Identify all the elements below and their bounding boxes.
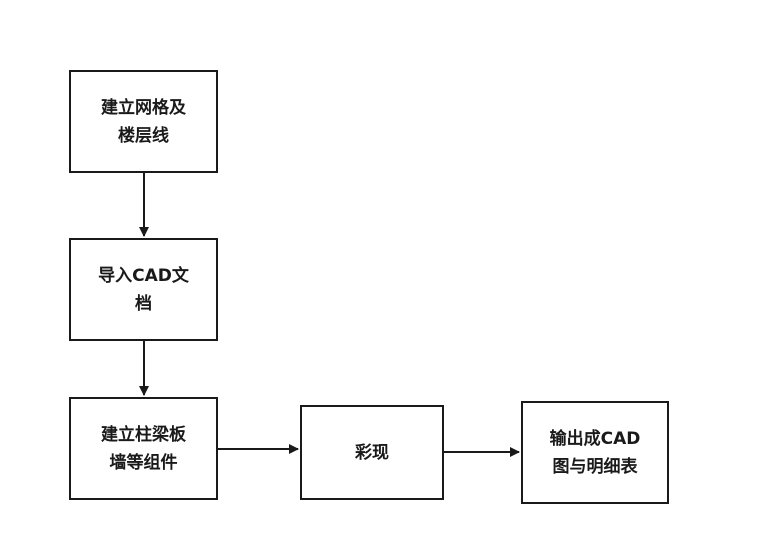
node-export: 输出成CAD 图与明细表 (521, 401, 669, 504)
node-import-cad-label: 导入CAD文 档 (98, 265, 189, 314)
node-build-grid-label: 建立网格及 楼层线 (101, 97, 186, 146)
node-build-components: 建立柱梁板 墙等组件 (69, 397, 218, 500)
node-build-grid: 建立网格及 楼层线 (69, 70, 218, 173)
node-rendering-label: 彩现 (355, 442, 389, 463)
node-rendering: 彩现 (300, 405, 444, 500)
node-build-components-label: 建立柱梁板 墙等组件 (101, 424, 186, 473)
node-export-label: 输出成CAD 图与明细表 (549, 428, 641, 477)
node-import-cad: 导入CAD文 档 (69, 238, 218, 341)
